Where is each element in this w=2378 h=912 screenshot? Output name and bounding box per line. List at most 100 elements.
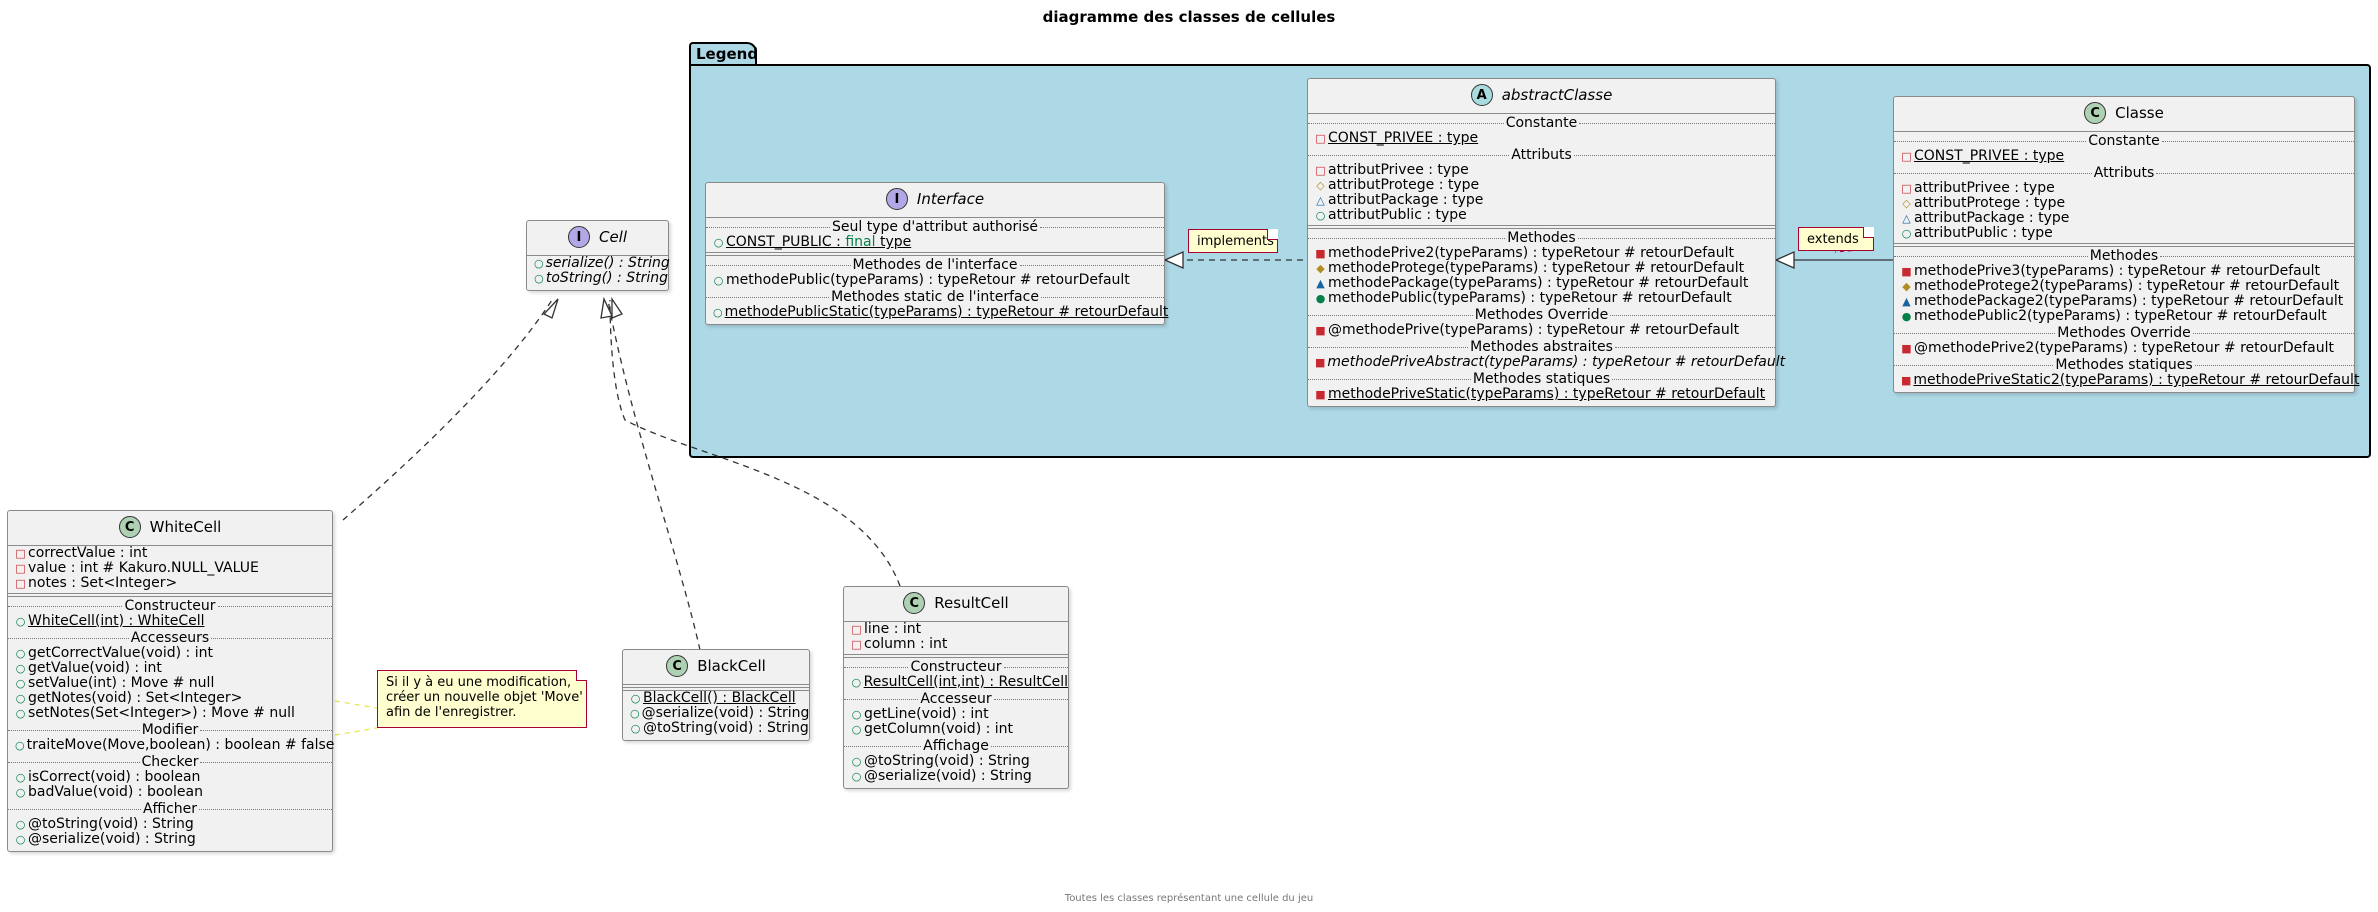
method: ■@methodePrive(typeParams) : typeRetour …	[1315, 322, 1740, 338]
method: ■methodePrive3(typeParams) : typeRetour …	[1901, 263, 2320, 279]
method: ○setValue(int) : Move # null	[15, 675, 215, 691]
method: ○getValue(void) : int	[15, 660, 162, 676]
class-blackcell: C BlackCell ○BlackCell() : BlackCell ○@se…	[622, 649, 810, 741]
field: □notes : Set<Integer>	[15, 575, 178, 591]
field: △attributPackage : type	[1902, 210, 2070, 226]
method: ●methodePublic(typeParams) : typeRetour …	[1315, 290, 1732, 306]
class-name: ResultCell	[934, 593, 1009, 612]
class-name: abstractClasse	[1501, 85, 1613, 104]
public-circle-icon: ○	[15, 739, 25, 752]
field: □column : int	[851, 636, 948, 652]
diagram-caption: Toutes les classes représentant une cell…	[1064, 893, 1314, 904]
interface-badge-icon: I	[567, 226, 590, 248]
public-circle-icon: ○	[630, 707, 640, 720]
field: ◇attributProtege : type	[1902, 195, 2066, 211]
constructor: ○ResultCell(int,int) : ResultCell	[851, 674, 1068, 690]
section-header: Constructeur	[844, 660, 1068, 675]
method: ▲methodePackage2(typeParams) : typeRetou…	[1902, 293, 2344, 309]
method: ○@toString(void) : String	[851, 753, 1030, 769]
section-header: Constructeur	[8, 599, 332, 614]
section-header: Methodes statiques	[1308, 372, 1775, 387]
class-name: BlackCell	[697, 656, 766, 675]
section-header: Checker	[8, 755, 332, 770]
class-name: WhiteCell	[149, 517, 222, 536]
class-badge-icon: C	[2084, 102, 2107, 124]
section-header: Constante	[1308, 116, 1775, 131]
class-name: Interface	[916, 189, 985, 208]
private-square-filled-icon: ■	[1315, 356, 1326, 369]
public-circle-icon: ○	[851, 755, 862, 768]
section-header: Methodes de l'interface	[706, 258, 1164, 273]
public-circle-icon: ○	[630, 692, 641, 705]
method: ○@serialize(void) : String	[15, 831, 196, 847]
private-square-icon: □	[1315, 164, 1326, 177]
legend-package-tab: Legend	[689, 42, 758, 64]
public-circle-icon: ○	[713, 274, 724, 287]
method: ◆methodeProtege2(typeParams) : typeRetou…	[1902, 278, 2340, 294]
method: ○getCorrectValue(void) : int	[15, 645, 213, 661]
field: □correctValue : int	[15, 545, 148, 561]
class-name: Cell	[598, 227, 628, 246]
field: □attributPrivee : type	[1901, 180, 2055, 196]
protected-diamond-filled-icon: ◆	[1902, 280, 1911, 293]
section-header: Methodes	[1894, 249, 2354, 264]
public-circle-icon: ○	[713, 306, 723, 319]
field: □CONST_PRIVEE : type	[1315, 130, 1479, 146]
public-circle-icon: ○	[851, 708, 862, 721]
method: ○@serialize(void) : String	[630, 705, 810, 721]
class-name: Classe	[2115, 103, 2164, 122]
method: ●methodePublic2(typeParams) : typeRetour…	[1901, 308, 2327, 324]
method: ■methodePriveStatic2(typeParams) : typeR…	[1901, 372, 2360, 388]
field: □CONST_PRIVEE : type	[1901, 148, 2065, 164]
realization-arrowhead-1	[542, 298, 559, 319]
note-implements: implements	[1188, 229, 1278, 253]
note-move: Si il y à eu une modification, créer un …	[377, 670, 587, 728]
protected-diamond-icon: ◇	[1316, 179, 1325, 192]
package-triangle-filled-icon: ▲	[1902, 295, 1911, 308]
method: ○toString() : String	[534, 270, 668, 286]
interface-badge-icon: I	[885, 188, 908, 210]
private-square-icon: □	[1901, 182, 1912, 195]
private-square-filled-icon: ■	[1315, 324, 1326, 337]
section-header: Accesseur	[844, 692, 1068, 707]
section-header: Accesseurs	[8, 631, 332, 646]
method: ○getLine(void) : int	[851, 706, 989, 722]
public-circle-icon: ○	[851, 770, 862, 783]
method: ■methodePriveStatic(typeParams) : typeRe…	[1315, 386, 1766, 402]
note-fold-icon	[1863, 227, 1874, 238]
section-header: Affichage	[844, 739, 1068, 754]
note-link-move-1	[334, 700, 378, 709]
package-triangle-icon: △	[1316, 194, 1325, 207]
private-square-filled-icon: ■	[1315, 247, 1326, 260]
constructor: ○BlackCell() : BlackCell	[630, 690, 796, 706]
note-link-move-2	[334, 727, 378, 736]
method: ○methodePublic(typeParams) : typeRetour …	[713, 272, 1130, 288]
private-square-filled-icon: ■	[1901, 374, 1912, 387]
section-header: Methodes Override	[1894, 326, 2354, 341]
public-circle-icon: ○	[851, 723, 862, 736]
field: ◇attributProtege : type	[1316, 177, 1480, 193]
private-square-icon: □	[15, 577, 26, 590]
class-badge-icon: C	[903, 592, 926, 614]
public-circle-icon: ○	[713, 236, 724, 249]
method: ○@toString(void) : String	[630, 720, 809, 736]
field: ○CONST_PUBLIC : final type	[713, 234, 912, 250]
section-header: Methodes statiques	[1894, 358, 2354, 373]
separator	[527, 255, 668, 256]
realization-arrowhead-3	[611, 296, 623, 319]
public-circle-icon: ○	[1901, 227, 1912, 240]
class-badge-icon: C	[118, 516, 141, 538]
class-badge-icon: C	[666, 655, 689, 677]
implements-arrowhead	[1163, 250, 1184, 270]
public-circle-filled-icon: ●	[1901, 310, 1912, 323]
package-triangle-icon: △	[1902, 212, 1911, 225]
extends-arrowhead	[1774, 250, 1795, 270]
field: ○attributPublic : type	[1315, 207, 1467, 223]
method: ◆methodeProtege(typeParams) : typeRetour…	[1316, 260, 1745, 276]
protected-diamond-filled-icon: ◆	[1316, 262, 1325, 275]
